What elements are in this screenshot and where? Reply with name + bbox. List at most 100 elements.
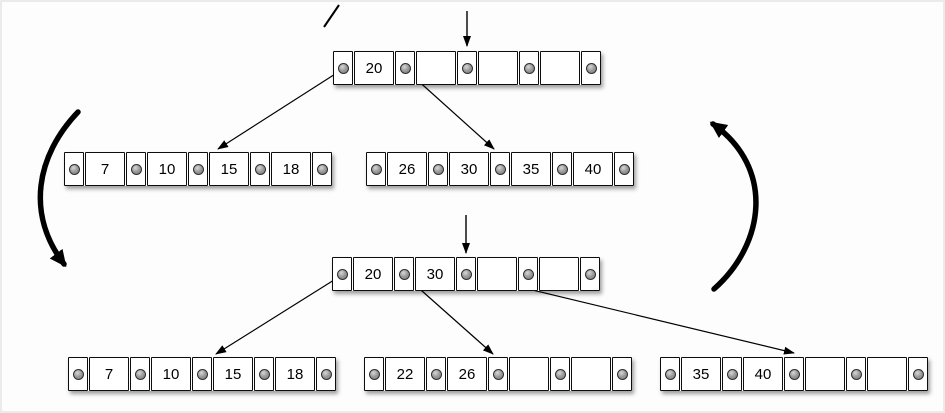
- key-cell: [867, 357, 907, 391]
- pointer-arrow-after-root-to-child1: [215, 274, 343, 355]
- pointer-dot: [430, 368, 442, 380]
- btree-node-after-child3: 35 40: [660, 357, 928, 391]
- pointer-cell: [394, 257, 414, 291]
- key-cell: [416, 51, 456, 85]
- key-cell: 10: [147, 152, 187, 186]
- pointer-cell: [426, 357, 446, 391]
- key-cell: 35: [511, 152, 551, 186]
- pointer-dot: [316, 163, 328, 175]
- pointer-cell: [490, 152, 510, 186]
- pointer-cell: [364, 357, 384, 391]
- pointer-dot: [556, 163, 568, 175]
- pointer-cell: [395, 51, 415, 85]
- pointer-cell: [784, 357, 804, 391]
- pointer-dot: [130, 163, 142, 175]
- pointer-dot: [336, 268, 348, 280]
- pointer-dot: [585, 62, 597, 74]
- pointer-cell: [518, 257, 538, 291]
- pointer-cell: [550, 357, 570, 391]
- key-cell: [571, 357, 611, 391]
- pointer-cell: [126, 152, 146, 186]
- pointer-cell: [254, 357, 274, 391]
- pointer-dot: [522, 268, 534, 280]
- btree-node-after-child1: 7 10 15 18: [68, 357, 336, 391]
- pointer-dot: [726, 368, 738, 380]
- key-cell: [539, 257, 579, 291]
- pointer-dot: [494, 163, 506, 175]
- key-cell: 20: [354, 51, 394, 85]
- pointer-dot: [616, 368, 628, 380]
- pointer-cell: [188, 152, 208, 186]
- key-cell: [805, 357, 845, 391]
- pointer-dot: [788, 368, 800, 380]
- key-cell: 30: [449, 152, 489, 186]
- key-cell: 26: [447, 357, 487, 391]
- pointer-cell: [456, 257, 476, 291]
- key-cell: 30: [415, 257, 455, 291]
- pointer-dot: [368, 368, 380, 380]
- pointer-dot: [554, 368, 566, 380]
- key-cell: 35: [681, 357, 721, 391]
- pointer-cell: [614, 152, 634, 186]
- pointer-cell: [428, 152, 448, 186]
- pointer-cell: [908, 357, 928, 391]
- key-cell: 40: [743, 357, 783, 391]
- pointer-cell: [64, 152, 84, 186]
- pointer-cell: [612, 357, 632, 391]
- pointer-cell: [488, 357, 508, 391]
- key-cell: [509, 357, 549, 391]
- pointer-dot: [912, 368, 924, 380]
- key-cell: 26: [387, 152, 427, 186]
- pointer-dot: [192, 163, 204, 175]
- pointer-cell: [366, 152, 386, 186]
- pointer-cell: [581, 51, 601, 85]
- btree-node-after-child2: 22 26: [364, 357, 632, 391]
- key-cell: [478, 51, 518, 85]
- pointer-dot: [196, 368, 208, 380]
- pointer-dot: [618, 163, 630, 175]
- key-cell: [540, 51, 580, 85]
- key-cell: 20: [353, 257, 393, 291]
- pointer-dot: [432, 163, 444, 175]
- btree-node-before-root: 20: [333, 51, 601, 85]
- pointer-dot: [134, 368, 146, 380]
- pointer-dot: [72, 368, 84, 380]
- pointer-arrow-before-root-to-child1: [217, 68, 344, 150]
- pointer-cell: [846, 357, 866, 391]
- key-cell: 10: [151, 357, 191, 391]
- key-cell: 22: [385, 357, 425, 391]
- pointer-dot: [399, 62, 411, 74]
- cropped-edge-mark: [323, 4, 340, 28]
- pointer-cell: [130, 357, 150, 391]
- pointer-dot: [254, 163, 266, 175]
- cycle-arrow-up-right: [709, 121, 759, 292]
- pointer-cell: [457, 51, 477, 85]
- key-cell: 7: [89, 357, 129, 391]
- key-cell: 7: [85, 152, 125, 186]
- pointer-dot: [68, 163, 80, 175]
- pointer-cell: [316, 357, 336, 391]
- btree-node-before-child2: 26 30 35 40: [366, 152, 634, 186]
- pointer-cell: [519, 51, 539, 85]
- key-cell: 18: [275, 357, 315, 391]
- pointer-dot: [337, 62, 349, 74]
- pointer-dot: [584, 268, 596, 280]
- btree-node-after-root: 20 30: [332, 257, 600, 291]
- key-cell: 15: [213, 357, 253, 391]
- pointer-cell: [250, 152, 270, 186]
- key-cell: 18: [271, 152, 311, 186]
- pointer-dot: [461, 62, 473, 74]
- pointer-dot: [258, 368, 270, 380]
- pointer-dot: [492, 368, 504, 380]
- pointer-cell: [552, 152, 572, 186]
- pointer-dot: [850, 368, 862, 380]
- pointer-cell: [333, 51, 353, 85]
- pointer-dot: [398, 268, 410, 280]
- pointer-cell: [192, 357, 212, 391]
- btree-node-before-child1: 7 10 15 18: [64, 152, 332, 186]
- key-cell: 15: [209, 152, 249, 186]
- pointer-dot: [664, 368, 676, 380]
- pointer-dot: [460, 268, 472, 280]
- pointer-cell: [312, 152, 332, 186]
